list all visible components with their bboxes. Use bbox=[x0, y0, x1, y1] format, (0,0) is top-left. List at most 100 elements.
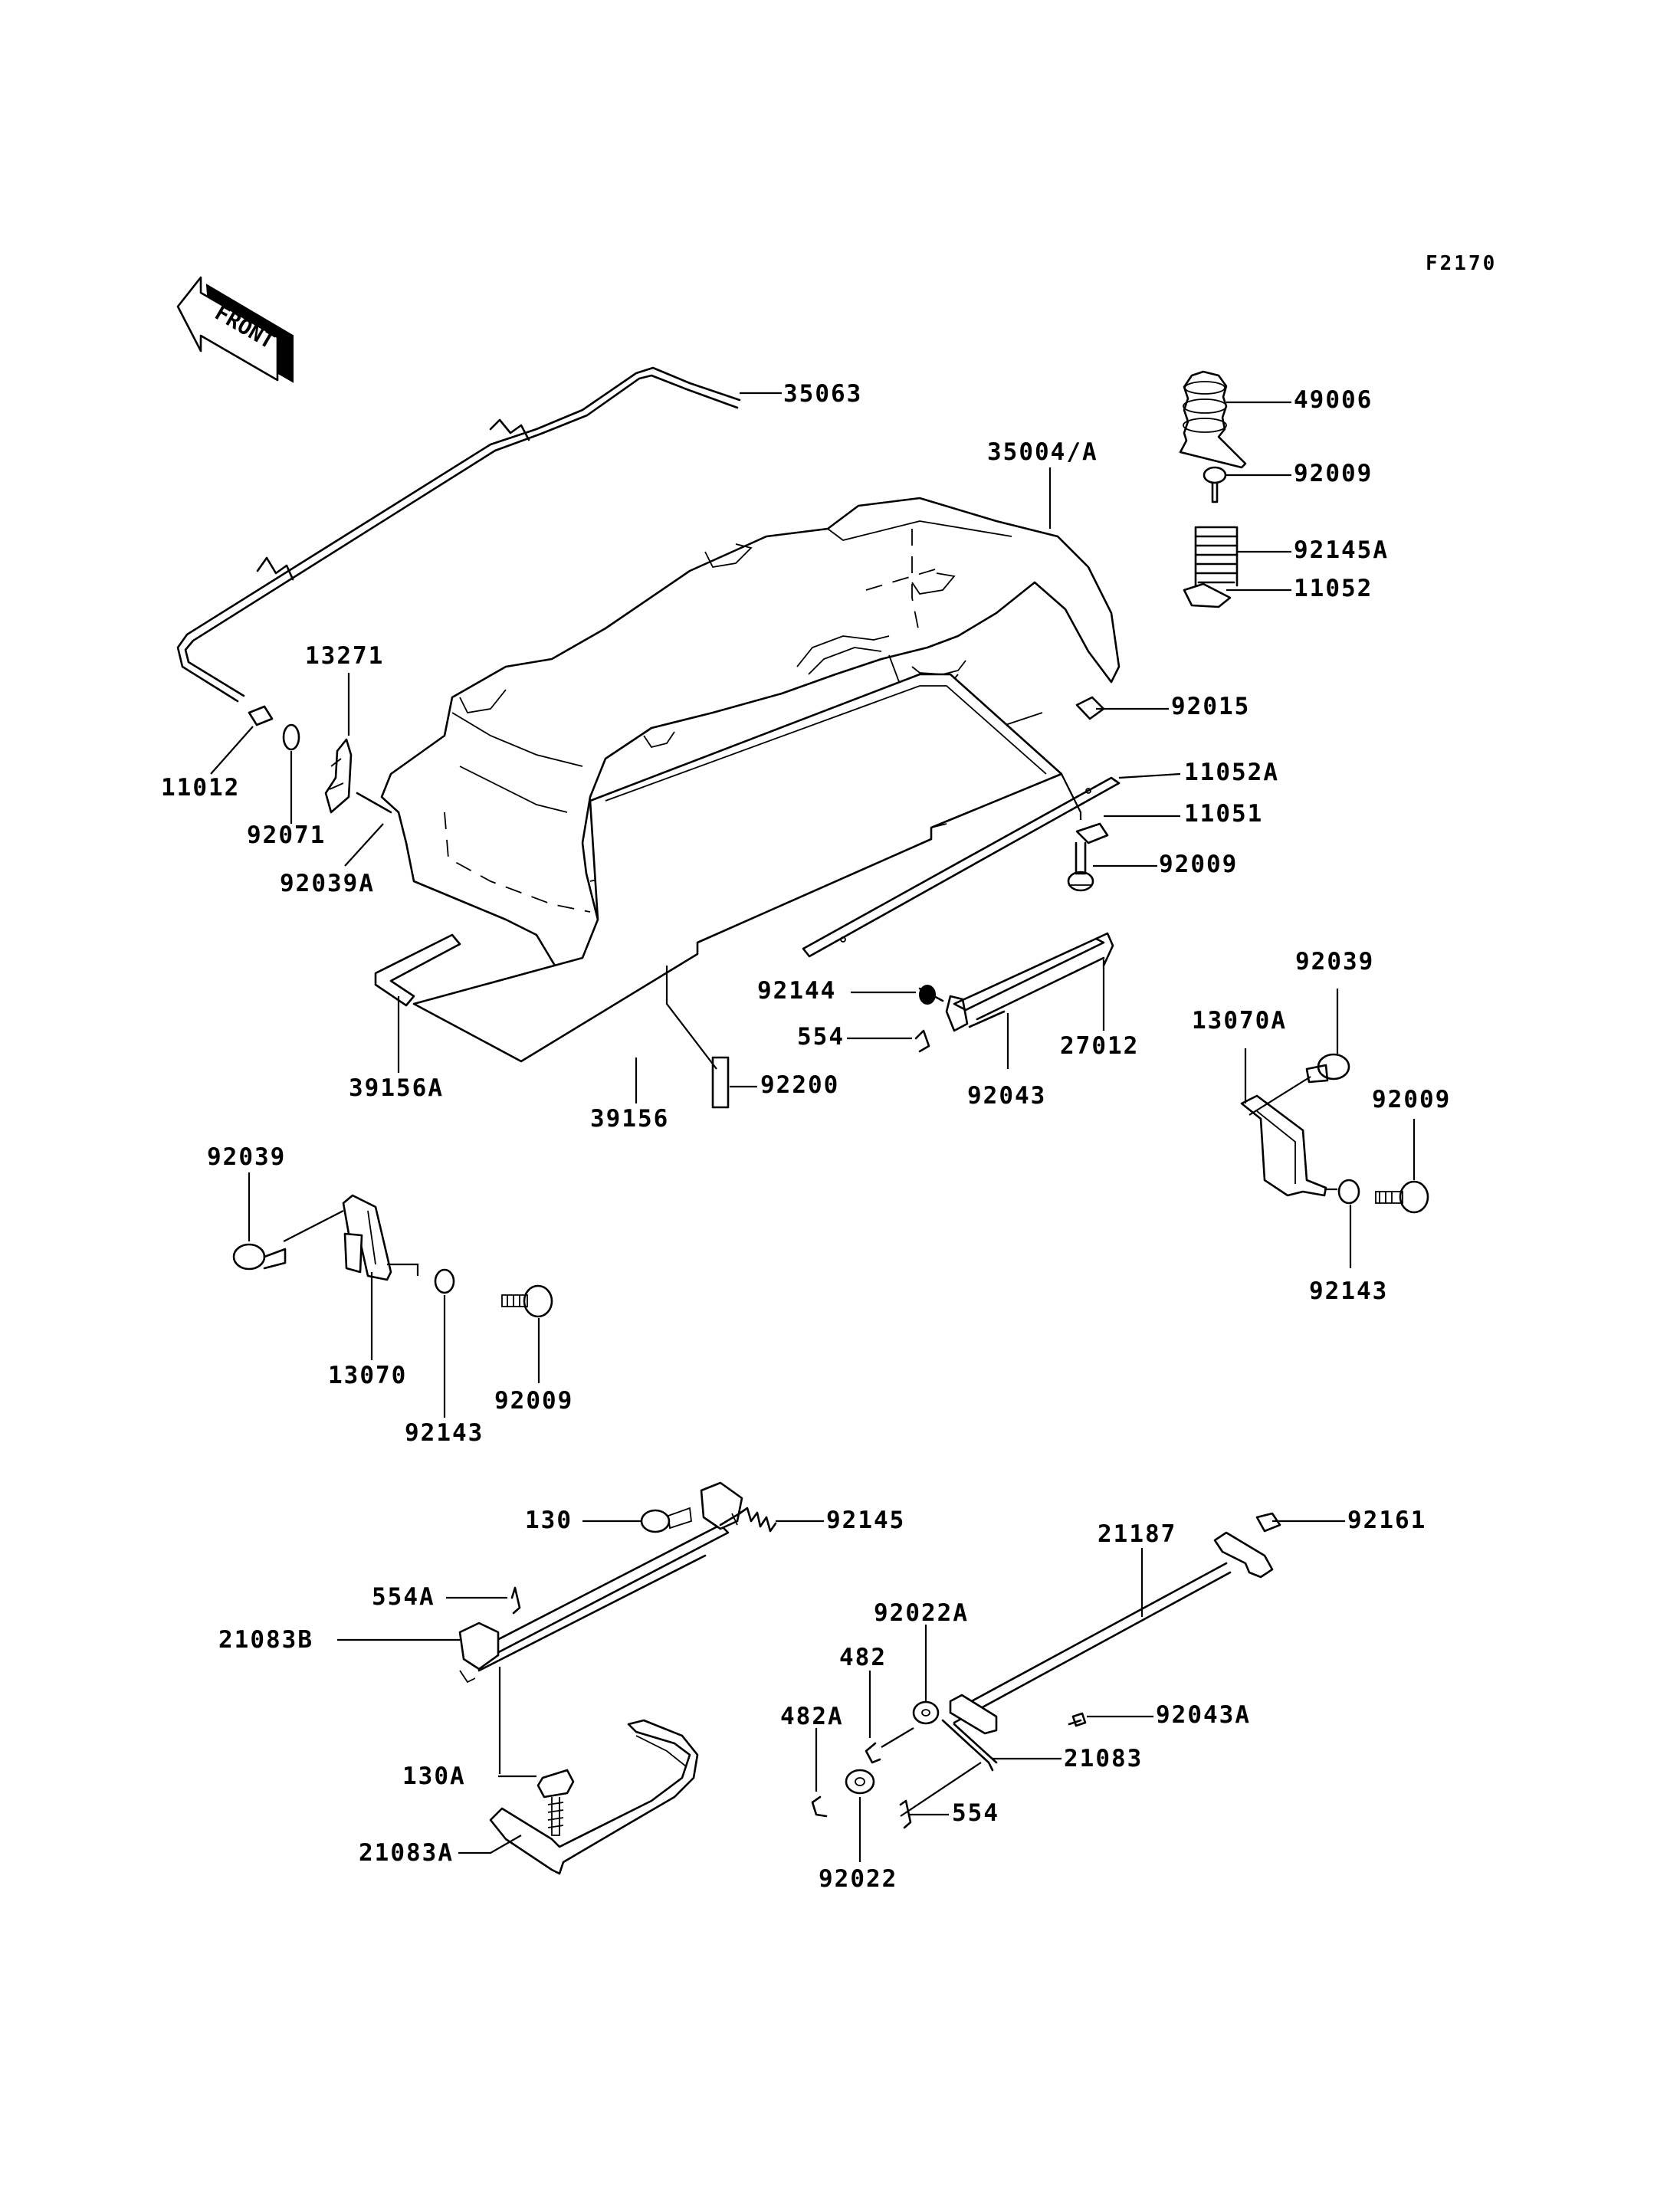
leader-482-b bbox=[881, 1727, 914, 1748]
pin-554a bbox=[510, 1586, 521, 1615]
leader-92200-a bbox=[665, 966, 717, 1070]
pin-92043a bbox=[1068, 1712, 1087, 1727]
clip-92161 bbox=[1255, 1512, 1281, 1533]
spring-92145a bbox=[1194, 526, 1239, 587]
screw-92039a bbox=[356, 792, 392, 814]
bracket-21083a bbox=[489, 1719, 699, 1875]
label-482a: 482A bbox=[780, 1703, 844, 1730]
label-11052: 11052 bbox=[1294, 575, 1373, 602]
label-92022: 92022 bbox=[819, 1865, 897, 1893]
label-13271: 13271 bbox=[305, 642, 384, 670]
bracket-13070a bbox=[1240, 1094, 1327, 1197]
label-130: 130 bbox=[525, 1507, 573, 1534]
label-92145: 92145 bbox=[826, 1507, 905, 1534]
clip-482 bbox=[865, 1742, 881, 1764]
label-39156a: 39156A bbox=[349, 1074, 444, 1102]
clip-92200 bbox=[711, 1056, 730, 1109]
label-92039a: 92039A bbox=[280, 870, 375, 897]
bolt-92009-top bbox=[1203, 466, 1227, 503]
latch-assembly-21083b bbox=[458, 1481, 743, 1684]
pin-554-bottom bbox=[899, 1799, 912, 1829]
label-92143-right: 92143 bbox=[1309, 1277, 1388, 1305]
label-92009-top: 92009 bbox=[1294, 460, 1373, 487]
label-35063: 35063 bbox=[783, 380, 862, 408]
label-13070: 13070 bbox=[328, 1362, 407, 1389]
label-92039-right: 92039 bbox=[1295, 948, 1374, 976]
label-92071: 92071 bbox=[247, 821, 326, 849]
leader-13070a-b bbox=[1249, 1076, 1311, 1116]
link-21083 bbox=[941, 1694, 998, 1772]
label-35004a: 35004/A bbox=[987, 438, 1098, 466]
pin-92043 bbox=[968, 1010, 1006, 1028]
label-21083a: 21083A bbox=[359, 1839, 454, 1867]
label-92043a: 92043A bbox=[1156, 1701, 1251, 1729]
leader-21083a bbox=[458, 1835, 522, 1854]
rod-27012 bbox=[945, 932, 1114, 1032]
panel-39156 bbox=[412, 673, 1063, 1063]
label-39156: 39156 bbox=[590, 1105, 669, 1133]
strip-39156a bbox=[374, 933, 461, 1007]
front-arrow-icon: FRONT bbox=[176, 276, 294, 383]
cap-11012 bbox=[248, 705, 274, 726]
bolt-130 bbox=[640, 1507, 692, 1533]
bumper-49006 bbox=[1179, 370, 1247, 469]
label-130a: 130A bbox=[402, 1763, 466, 1790]
label-554-bottom: 554 bbox=[952, 1799, 999, 1827]
washer-92022a bbox=[912, 1700, 940, 1725]
washer-92143-left bbox=[434, 1268, 455, 1294]
leader-11052a bbox=[1118, 772, 1181, 779]
grommet-92071 bbox=[282, 723, 300, 751]
label-11051: 11051 bbox=[1184, 800, 1263, 828]
label-21083b: 21083B bbox=[218, 1626, 313, 1654]
label-92009-left: 92009 bbox=[494, 1387, 573, 1415]
bolt-92009-right bbox=[1375, 1180, 1429, 1214]
bolt-92039-left bbox=[232, 1243, 287, 1271]
leader-21083-b bbox=[900, 1762, 982, 1817]
label-92022a: 92022A bbox=[874, 1599, 969, 1627]
bolt-92009-left bbox=[501, 1284, 553, 1318]
label-21187: 21187 bbox=[1098, 1520, 1176, 1548]
washer-92143-right bbox=[1337, 1179, 1360, 1205]
label-92015: 92015 bbox=[1171, 693, 1250, 720]
strip-11052a bbox=[802, 776, 1121, 958]
bracket-13070 bbox=[342, 1194, 392, 1281]
leader-92039a bbox=[344, 823, 384, 867]
bracket-13271 bbox=[324, 738, 353, 814]
label-11052a: 11052A bbox=[1184, 759, 1279, 786]
rod-35063 bbox=[176, 366, 741, 703]
label-92043: 92043 bbox=[967, 1082, 1046, 1110]
leader-13070-b bbox=[387, 1263, 419, 1276]
bolt-130a bbox=[536, 1769, 575, 1836]
label-92009-right: 92009 bbox=[1372, 1086, 1451, 1113]
label-482: 482 bbox=[839, 1644, 887, 1671]
pin-554-top bbox=[914, 1029, 930, 1053]
diagram-code: F2170 bbox=[1426, 252, 1497, 275]
clip-482a bbox=[811, 1795, 828, 1818]
label-554-top: 554 bbox=[797, 1023, 845, 1051]
label-92161: 92161 bbox=[1347, 1507, 1426, 1534]
label-92039-left: 92039 bbox=[207, 1143, 286, 1171]
clip-11051 bbox=[1075, 822, 1109, 844]
label-92009-mid: 92009 bbox=[1159, 851, 1238, 878]
label-92145a: 92145A bbox=[1294, 536, 1389, 564]
label-13070a: 13070A bbox=[1192, 1007, 1287, 1035]
leader-11012 bbox=[210, 726, 254, 775]
label-92143-left: 92143 bbox=[405, 1419, 484, 1447]
washer-92022 bbox=[845, 1769, 875, 1795]
label-554a: 554A bbox=[372, 1583, 435, 1611]
grommet-92144 bbox=[918, 985, 944, 1005]
bolt-92039-right bbox=[1305, 1053, 1350, 1084]
label-92200: 92200 bbox=[760, 1071, 839, 1099]
label-27012: 27012 bbox=[1060, 1032, 1139, 1060]
rod-21187 bbox=[949, 1531, 1274, 1724]
spring-92145 bbox=[719, 1507, 777, 1533]
clip-11052 bbox=[1183, 582, 1232, 608]
label-49006: 49006 bbox=[1294, 386, 1373, 414]
label-21083: 21083 bbox=[1064, 1745, 1143, 1772]
bolt-92009-mid bbox=[1067, 841, 1094, 892]
leader-92039-left-b bbox=[283, 1210, 344, 1242]
label-92144: 92144 bbox=[757, 977, 836, 1005]
label-11012: 11012 bbox=[161, 774, 240, 802]
leader-11052a-a bbox=[1061, 773, 1082, 820]
